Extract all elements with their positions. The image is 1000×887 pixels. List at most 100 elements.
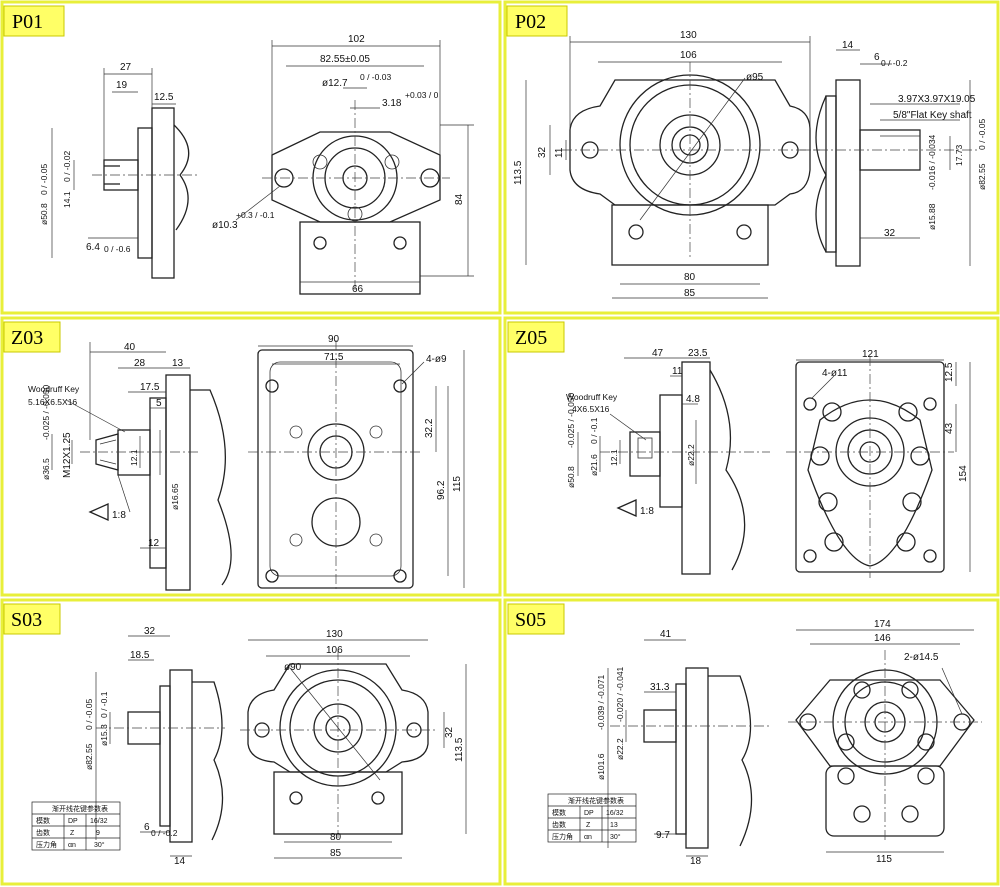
svg-text:32: 32: [537, 146, 548, 158]
svg-text:16/32: 16/32: [606, 810, 624, 817]
svg-text:82.55±0.05: 82.55±0.05: [320, 54, 370, 65]
svg-text:ø90: ø90: [284, 662, 302, 673]
svg-text:12.5: 12.5: [944, 362, 955, 382]
svg-text:-0.025 / -0.050: -0.025 / -0.050: [41, 384, 51, 440]
s03-spline-table: 渐开线花键参数表 模数 DP 16/32 齿数 Z 9 压力角 αn 30°: [31, 801, 121, 851]
svg-text:-0.020 / -0.041: -0.020 / -0.041: [615, 666, 625, 722]
svg-text:M12X1.25: M12X1.25: [62, 432, 73, 478]
svg-text:0 / -0.05: 0 / -0.05: [39, 164, 49, 195]
svg-text:5/8"Flat Key shaft: 5/8"Flat Key shaft: [893, 110, 972, 121]
svg-text:18.5: 18.5: [130, 650, 150, 661]
svg-text:0 / -0.1: 0 / -0.1: [589, 417, 599, 444]
svg-text:ø50.8: ø50.8: [566, 466, 576, 488]
svg-text:压力角: 压力角: [552, 832, 573, 841]
p02-front-view: 130 106 ø95 113.5 32 11 80 85: [513, 30, 820, 299]
svg-text:压力角: 压力角: [36, 840, 57, 849]
svg-text:3.97X3.97X19.05: 3.97X3.97X19.05: [898, 94, 976, 105]
svg-text:S05: S05: [515, 609, 546, 631]
svg-text:146: 146: [874, 633, 891, 644]
svg-text:30°: 30°: [610, 833, 621, 841]
svg-text:5: 5: [156, 398, 162, 409]
svg-text:130: 130: [326, 629, 343, 640]
svg-text:106: 106: [326, 645, 343, 656]
svg-text:43: 43: [944, 422, 955, 434]
svg-text:41: 41: [660, 629, 672, 640]
svg-text:71.5: 71.5: [324, 352, 344, 363]
svg-text:115: 115: [452, 476, 463, 492]
svg-text:40: 40: [124, 342, 136, 353]
svg-text:32: 32: [144, 626, 156, 637]
svg-text:2-ø14.5: 2-ø14.5: [904, 652, 939, 663]
svg-text:80: 80: [684, 272, 696, 283]
svg-text:12: 12: [148, 538, 160, 549]
panel-s03: S03 32 18.5 ø82.55 0 / -0.05 ø15.3 0 / -…: [3, 603, 467, 867]
svg-text:102: 102: [348, 34, 365, 45]
svg-text:14.1: 14.1: [62, 191, 72, 208]
svg-text:17.5: 17.5: [140, 382, 160, 393]
svg-text:模数: 模数: [552, 808, 566, 817]
svg-text:90: 90: [328, 334, 340, 345]
svg-text:Woodruff Key: Woodruff Key: [28, 384, 80, 394]
svg-text:0 / -0.02: 0 / -0.02: [62, 151, 72, 182]
svg-text:19: 19: [116, 80, 128, 91]
svg-text:DP: DP: [68, 818, 78, 825]
svg-text:66: 66: [352, 284, 364, 295]
svg-text:6.4: 6.4: [86, 242, 100, 253]
svg-text:Z: Z: [586, 822, 591, 829]
svg-text:4X6.5X16: 4X6.5X16: [572, 404, 610, 414]
panel-tag-z03: Z03: [3, 321, 61, 353]
svg-text:ø15.88: ø15.88: [927, 203, 937, 230]
panel-z05: Z05 47 23.5 11 4.8 Woodruff Key 4X6.5X16…: [507, 321, 971, 578]
p01-front-view: 102 82.55±0.05 ø12.7 0 / -0.03 3.18 +0.0…: [212, 34, 474, 295]
svg-text:0 / -0.2: 0 / -0.2: [151, 828, 178, 838]
svg-text:ø82.55: ø82.55: [84, 743, 94, 770]
svg-text:ø50.8: ø50.8: [39, 203, 49, 225]
svg-text:ø12.7: ø12.7: [322, 78, 348, 89]
svg-text:13: 13: [172, 358, 184, 369]
svg-text:6: 6: [874, 52, 880, 63]
panel-p02: P02 130 106 ø95 113.5: [506, 5, 987, 299]
svg-text:αn: αn: [584, 834, 592, 841]
s05-spline-table: 渐开线花键参数表 模数 DP 16/32 齿数 Z 13 压力角 αn 30°: [547, 793, 637, 843]
svg-text:齿数: 齿数: [36, 828, 50, 837]
svg-text:ø10.3: ø10.3: [212, 220, 238, 231]
svg-text:18: 18: [690, 856, 702, 867]
svg-text:113.5: 113.5: [513, 160, 524, 185]
svg-text:ø95: ø95: [746, 72, 764, 83]
svg-text:Z: Z: [70, 830, 75, 837]
svg-text:-0.016 / -0.034: -0.016 / -0.034: [927, 134, 937, 190]
svg-text:17.73: 17.73: [954, 144, 964, 166]
panel-tag-p01: P01: [3, 5, 65, 37]
svg-text:14: 14: [174, 856, 186, 867]
z05-front-view: 121 4-ø11 12.5 43 154: [786, 349, 971, 578]
svg-text:Z03: Z03: [11, 327, 43, 349]
svg-text:ø101.6: ø101.6: [596, 753, 606, 780]
svg-text:0 / -0.2: 0 / -0.2: [881, 58, 908, 68]
s03-front-view: 130 106 ø90 32 113.5 80 85: [240, 629, 467, 859]
svg-text:121: 121: [862, 349, 879, 360]
svg-text:47: 47: [652, 348, 664, 359]
svg-text:80: 80: [330, 832, 342, 843]
svg-text:ø15.3: ø15.3: [99, 724, 109, 746]
svg-text:154: 154: [958, 465, 969, 482]
svg-text:3.18: 3.18: [382, 98, 402, 109]
svg-text:渐开线花键参数表: 渐开线花键参数表: [568, 796, 624, 805]
svg-text:27: 27: [120, 62, 132, 73]
svg-text:32: 32: [884, 228, 896, 239]
svg-text:-0.025 / -0.050: -0.025 / -0.050: [566, 392, 576, 448]
s03-side-view: 32 18.5 ø82.55 0 / -0.05 ø15.3 0 / -0.1 …: [84, 626, 225, 867]
svg-text:23.5: 23.5: [688, 348, 708, 359]
panel-tag-z05: Z05: [507, 321, 565, 353]
svg-text:4.8: 4.8: [686, 394, 700, 405]
svg-text:P01: P01: [12, 11, 43, 33]
s05-side-view: 41 31.3 ø101.6 -0.039 / -0.071 ø22.2 -0.…: [596, 629, 770, 867]
panel-tag-s03: S03: [3, 603, 61, 635]
p01-side-view: 27 19 12.5 ø50.8 0 / -0.05 14.1 0 / -0.0…: [39, 62, 200, 279]
svg-text:ø22.2: ø22.2: [686, 444, 696, 466]
svg-text:12.1: 12.1: [129, 449, 139, 466]
svg-text:ø21.6: ø21.6: [589, 454, 599, 476]
panel-z03: Z03 40 28 13 17.5 5 Woodruff Key 5.16X6.…: [3, 321, 465, 592]
svg-text:12.5: 12.5: [154, 92, 174, 103]
s05-front-view: 174 146 2-ø14.5 115: [788, 619, 982, 865]
svg-text:31.3: 31.3: [650, 682, 670, 693]
